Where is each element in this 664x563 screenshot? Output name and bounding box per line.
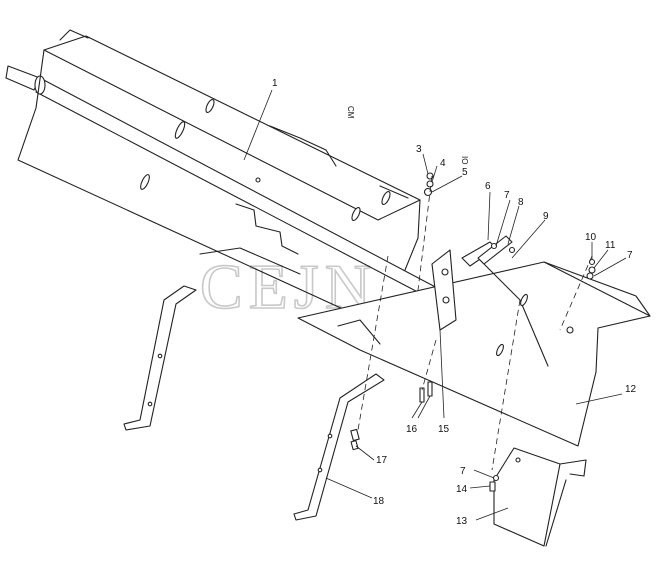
callout-3: 3 (416, 144, 422, 155)
callout-7b: 7 (627, 250, 633, 261)
mark-io: IO (460, 156, 469, 164)
callout-5: 5 (462, 167, 468, 178)
callout-4: 4 (440, 158, 446, 169)
callout-13: 13 (456, 516, 468, 527)
callout-16: 16 (406, 424, 418, 435)
fastener-17 (350, 428, 360, 451)
upper-housing-panel (17, 29, 421, 327)
mark-cm: CM (346, 106, 355, 119)
callout-7a: 7 (504, 190, 510, 201)
fastener-14 (489, 474, 500, 492)
callout-18: 18 (373, 496, 385, 507)
leader-lines (243, 89, 627, 521)
callout-labels: 1 3 4 5 6 7 8 9 10 11 7 12 15 16 17 18 7… (272, 78, 637, 527)
callout-6: 6 (485, 181, 491, 192)
callout-8: 8 (518, 197, 524, 208)
end-cover-13 (493, 447, 587, 547)
callout-10: 10 (585, 232, 597, 243)
bracket-assembly (431, 235, 516, 331)
callout-14: 14 (456, 484, 468, 495)
callout-7c: 7 (460, 466, 466, 477)
callout-11: 11 (605, 240, 616, 251)
bolts-16 (419, 381, 433, 403)
callout-15: 15 (438, 424, 450, 435)
support-leg-right (293, 373, 385, 521)
callout-1: 1 (272, 78, 278, 89)
assembly-centerlines (357, 175, 593, 471)
support-leg-left (123, 285, 197, 431)
callout-17: 17 (376, 455, 388, 466)
callout-12: 12 (625, 384, 637, 395)
callout-9: 9 (543, 211, 549, 222)
main-shaft (5, 65, 461, 313)
